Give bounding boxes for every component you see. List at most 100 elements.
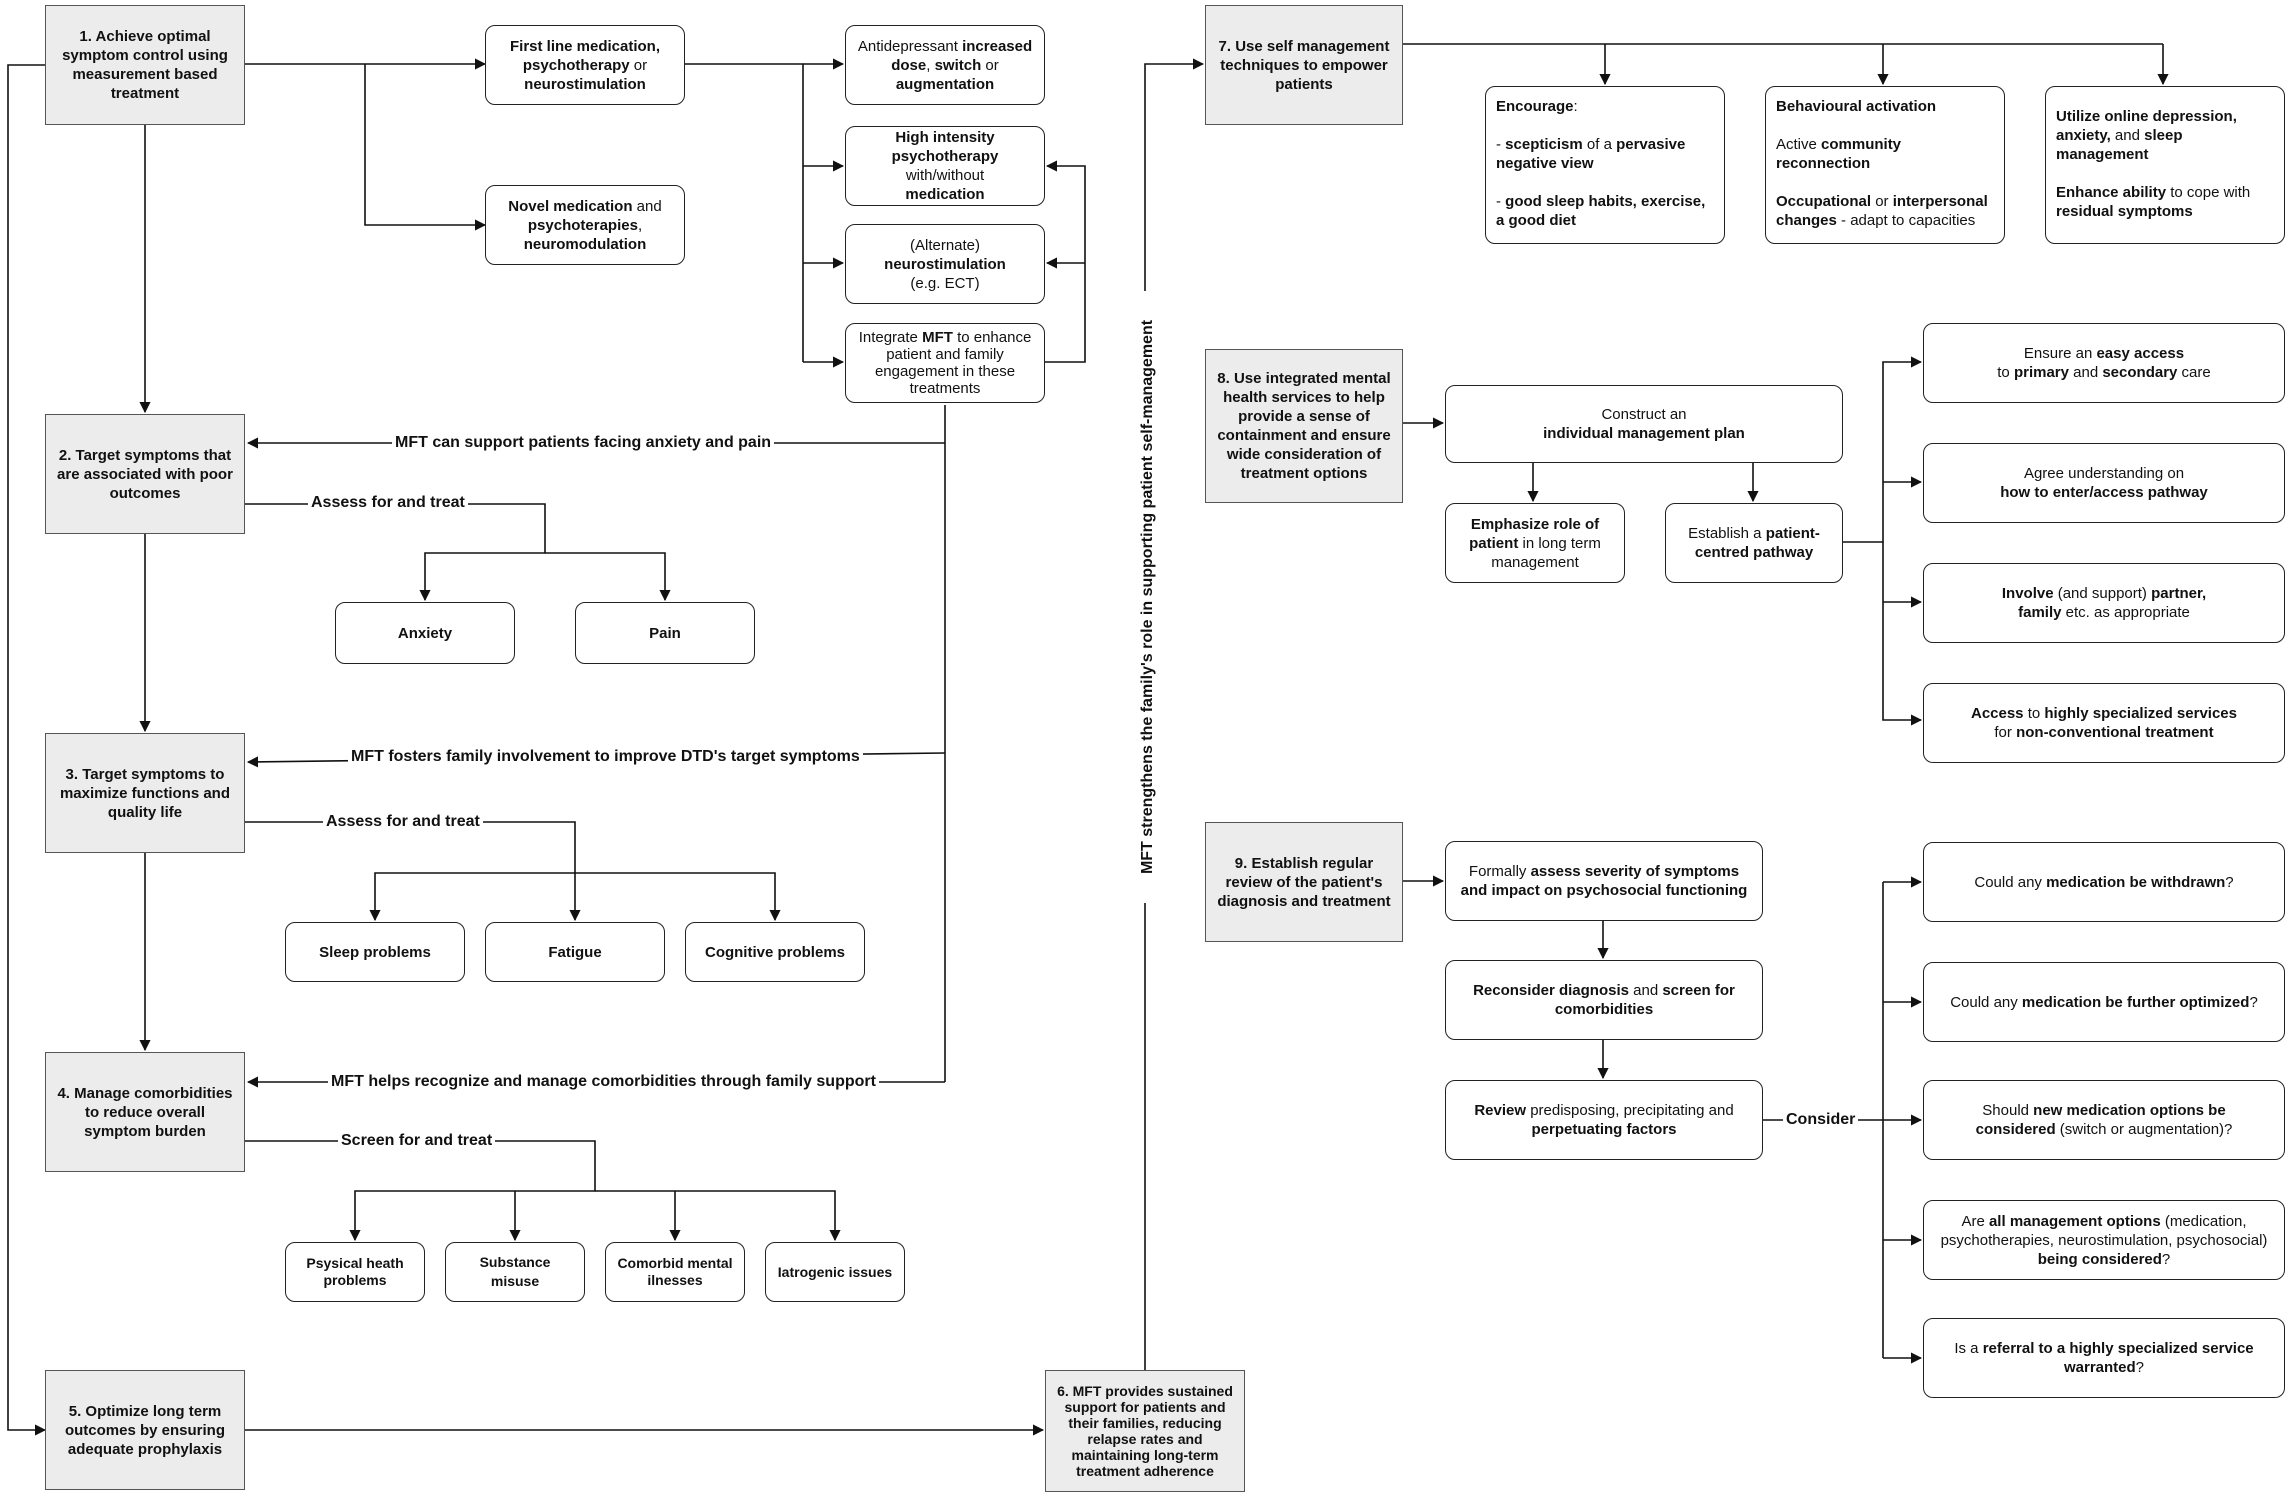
- online-l2b: to cope with: [2166, 184, 2251, 201]
- alt-text-a: (Alternate): [909, 236, 981, 254]
- antidep-text-f: or: [981, 56, 999, 74]
- novel-medication-box: Novel medication and psychoterapies, neu…: [485, 185, 685, 265]
- encourage-l1a: -: [1496, 136, 1506, 153]
- q4-c: (medication, psychotherapies, neurostimu…: [1940, 1212, 2268, 1249]
- behavioural-activation-box: Behavioural activation Active community …: [1765, 86, 2005, 244]
- q4-b: all management options: [1988, 1212, 2161, 1230]
- involve-a: Involve: [2001, 585, 2054, 602]
- q4-d: being considered: [2037, 1250, 2162, 1268]
- plan-a: Construct an: [1601, 406, 1687, 423]
- access-g: care: [2177, 364, 2211, 381]
- emphasize-role-box: Emphasize role of patient in long term m…: [1445, 503, 1625, 583]
- encourage-head: Encourage: [1496, 98, 1574, 115]
- q3-b: new medication options be: [2033, 1102, 2226, 1119]
- involve-c: partner,: [2151, 585, 2207, 602]
- agree-a: Agree understanding on: [2023, 465, 2185, 482]
- online-l2c: residual symptoms: [2056, 203, 2193, 220]
- access-c: to: [1997, 364, 2014, 381]
- involve-b: (and support): [2053, 585, 2152, 602]
- special-a: Access: [1970, 705, 2024, 722]
- q1-a: Could any: [1974, 873, 2047, 891]
- access-e: and: [2068, 364, 2103, 381]
- pain-box: Pain: [575, 602, 755, 664]
- high-intensity-box: High intensity psychotherapy with/withou…: [845, 126, 1045, 206]
- review-a: Review: [1474, 1102, 1527, 1119]
- cognitive-problems-label: Cognitive problems: [704, 943, 846, 961]
- path-b: patient-centred pathway: [1694, 525, 1820, 561]
- special-c: highly specialized services: [2044, 705, 2237, 722]
- step-5-label: 5. Optimize long term outcomes by ensuri…: [64, 1402, 226, 1458]
- integrate-mft-box: Integrate MFT to enhance patient and fam…: [845, 323, 1045, 403]
- consider-label: Consider: [1783, 1110, 1859, 1130]
- sleep-problems-label: Sleep problems: [319, 943, 431, 961]
- sleep-problems-box: Sleep problems: [285, 922, 465, 982]
- novel-text-a: Novel medication: [508, 197, 633, 215]
- behav-l1a: Active: [1776, 136, 1822, 153]
- q1-b: medication be withdrawn: [2046, 873, 2226, 891]
- step-2-assess-label: Assess for and treat: [308, 493, 468, 513]
- recon-c: screen for comorbidities: [1554, 982, 1735, 1018]
- antidep-text-g: augmentation: [895, 75, 995, 93]
- patient-pathway-box: Establish a patient-centred pathway: [1665, 503, 1843, 583]
- involve-partner-box: Involve (and support) partner, family et…: [1923, 563, 2285, 643]
- step-3-box: 3. Target symptoms to maximize functions…: [45, 733, 245, 853]
- novel-text-e: neuromodulation: [523, 235, 647, 253]
- fatigue-box: Fatigue: [485, 922, 665, 982]
- step-4-label: 4. Manage comorbidities to reduce overal…: [57, 1084, 233, 1140]
- antidepressant-box: Antidepressant increased dose, switch or…: [845, 25, 1045, 105]
- involve-d: family: [2018, 604, 2062, 621]
- alternate-neurostimulation-box: (Alternate) neurostimulation (e.g. ECT): [845, 224, 1045, 304]
- encourage-l2b: good sleep habits, exercise, a good diet: [1496, 193, 1706, 229]
- high-int-text-d: medication: [905, 186, 985, 203]
- management-plan-box: Construct an individual management plan: [1445, 385, 1843, 463]
- first-line-text-c: or: [629, 56, 648, 74]
- access-a: Ensure an: [2023, 345, 2097, 362]
- integrate-text-f: treatments: [909, 380, 981, 397]
- behav-l2b: or: [1871, 193, 1893, 210]
- mft-family-involvement-label: MFT fosters family involvement to improv…: [348, 747, 863, 767]
- assess-c: symptoms and impact on psychosocial func…: [1460, 863, 1748, 899]
- integrate-text-b: MFT: [922, 329, 953, 346]
- comorbid-mental-box: Comorbid mental ilnesses: [605, 1242, 745, 1302]
- high-int-text-c: with/without: [905, 167, 985, 184]
- first-line-text-d: neurostimulation: [524, 75, 646, 93]
- q1-c: ?: [2225, 873, 2234, 891]
- antidep-text-b: increased: [962, 37, 1033, 55]
- novel-text-b: and: [632, 197, 662, 215]
- iatrogenic-label: Iatrogenic issues: [777, 1263, 893, 1280]
- mft-comorbidities-label: MFT helps recognize and manage comorbidi…: [328, 1072, 879, 1092]
- substance-misuse-box: Substance misuse: [445, 1242, 585, 1302]
- encourage-l1b: scepticism: [1505, 136, 1583, 153]
- special-d: for: [1994, 724, 2017, 741]
- step-9-label: 9. Establish regular review of the patie…: [1217, 854, 1391, 910]
- integrate-text-d: patient and family: [886, 346, 1004, 363]
- fatigue-label: Fatigue: [548, 943, 602, 961]
- involve-e: etc. as appropriate: [2061, 604, 2190, 621]
- mft-self-management-vertical-label: MFT strengthens the family's role in sup…: [1138, 291, 1158, 903]
- assess-a: Formally: [1468, 863, 1531, 880]
- step-8-box: 8. Use integrated mental health services…: [1205, 349, 1403, 503]
- q5-d: ?: [2135, 1359, 2145, 1376]
- antidep-text-e: switch: [934, 56, 982, 74]
- antidep-text-c: dose: [891, 56, 927, 74]
- emph-a: Emphasize role of patient: [1469, 515, 1600, 552]
- assess-severity-box: Formally assess severity of symptoms and…: [1445, 841, 1763, 921]
- step-7-label: 7. Use self management techniques to emp…: [1218, 37, 1390, 93]
- review-factors-box: Review predisposing, precipitating and p…: [1445, 1080, 1763, 1160]
- step-5-box: 5. Optimize long term outcomes by ensuri…: [45, 1370, 245, 1490]
- step-7-box: 7. Use self management techniques to emp…: [1205, 5, 1403, 125]
- step-6-label: 6. MFT provides sustained support for pa…: [1057, 1383, 1233, 1479]
- question-referral-box: Is a referral to a highly specialized se…: [1923, 1318, 2285, 1398]
- review-c: perpetuating factors: [1531, 1121, 1677, 1138]
- step-4-screen-label: Screen for and treat: [338, 1131, 496, 1151]
- antidep-text-a: Antidepressant: [857, 37, 963, 55]
- anxiety-box: Anxiety: [335, 602, 515, 664]
- comorbid-mental-label: Comorbid mental ilnesses: [617, 1255, 733, 1288]
- agree-b: how to enter/access pathway: [2000, 484, 2208, 501]
- q5-a: Is a: [1954, 1340, 1983, 1357]
- encourage-l1c: of a: [1582, 136, 1617, 153]
- first-line-text-a: First line medication,: [509, 37, 661, 55]
- specialized-services-box: Access to highly specialized services fo…: [1923, 683, 2285, 763]
- special-e: non-conventional treatment: [2016, 724, 2214, 741]
- online-l1b: and: [2110, 127, 2145, 144]
